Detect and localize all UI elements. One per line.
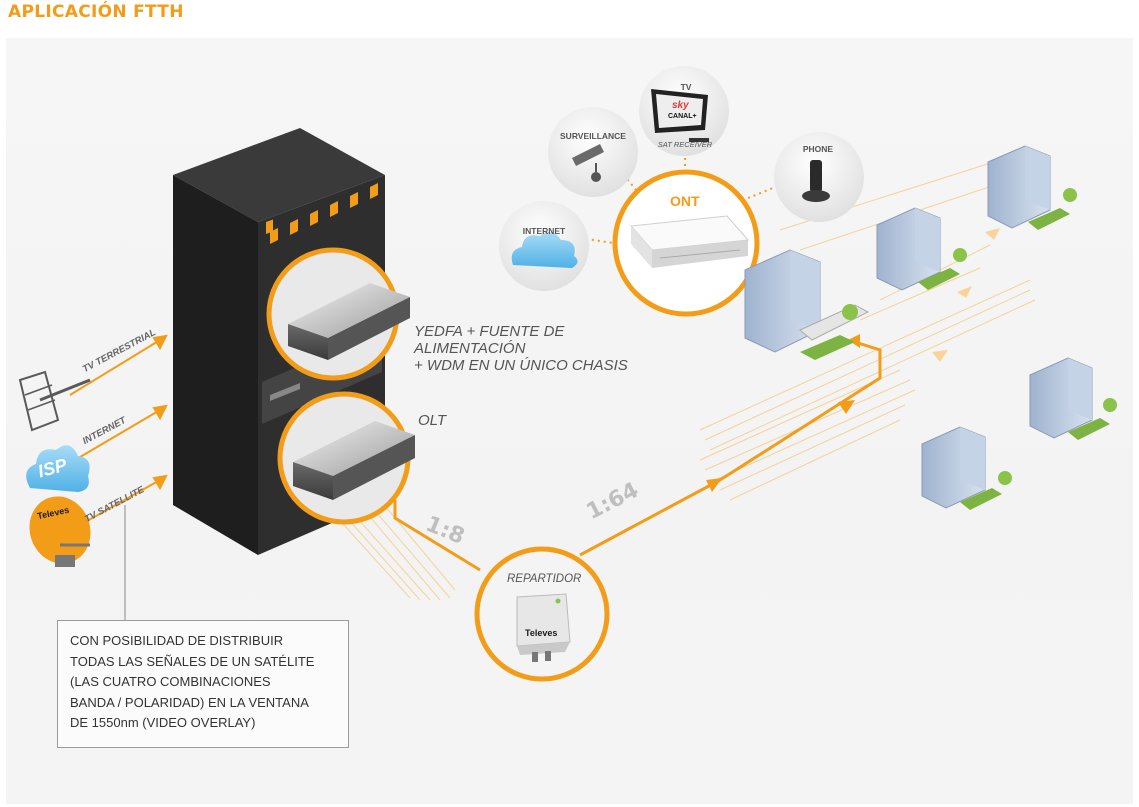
fiber-arrows	[706, 334, 860, 492]
fiber-lines-faint	[334, 159, 1036, 601]
yedfa-zoom	[266, 247, 410, 381]
surveillance-label: SURVEILLANCE	[560, 131, 626, 141]
page-title: APLICACIÓN FTTH	[8, 2, 184, 22]
satellite-dish	[29, 496, 91, 567]
tv-bubble	[639, 66, 729, 156]
phone-bubble	[774, 132, 864, 222]
main-fiber	[393, 340, 882, 572]
input-arrows	[69, 334, 168, 526]
building-arrows	[932, 228, 1000, 362]
building-1	[744, 249, 870, 360]
isp-cloud	[26, 445, 90, 492]
sat-receiver-label: SAT RECEIVER	[657, 140, 713, 149]
building-2	[876, 207, 967, 291]
building-4	[1029, 357, 1117, 440]
olt-label: OLT	[418, 412, 447, 429]
ont-zoom	[612, 169, 760, 317]
repartidor-televes-logo: Televes	[525, 628, 558, 638]
canal-logo: CANAL+	[668, 113, 697, 120]
building-5	[921, 426, 1012, 510]
terrestrial-antenna	[18, 370, 91, 432]
phone-label: PHONE	[802, 144, 834, 154]
sky-logo: sky	[672, 100, 689, 111]
repartidor-label: REPARTIDOR	[507, 573, 582, 585]
tv-label: TV	[680, 82, 692, 92]
yedfa-label: YEDFA + FUENTE DE ALIMENTACIÓN + WDM EN …	[414, 323, 628, 374]
internet-bubble	[499, 201, 589, 291]
olt-zoom	[277, 391, 415, 525]
surveillance-bubble	[548, 107, 638, 197]
video-overlay-note: CON POSIBILIDAD DE DISTRIBUIR TODAS LAS …	[57, 620, 349, 748]
ont-label: ONT	[670, 193, 700, 209]
internet-service-label: INTERNET	[522, 226, 566, 236]
building-3	[987, 145, 1077, 230]
buildings	[744, 145, 1117, 510]
repartidor-zoom	[474, 546, 610, 682]
